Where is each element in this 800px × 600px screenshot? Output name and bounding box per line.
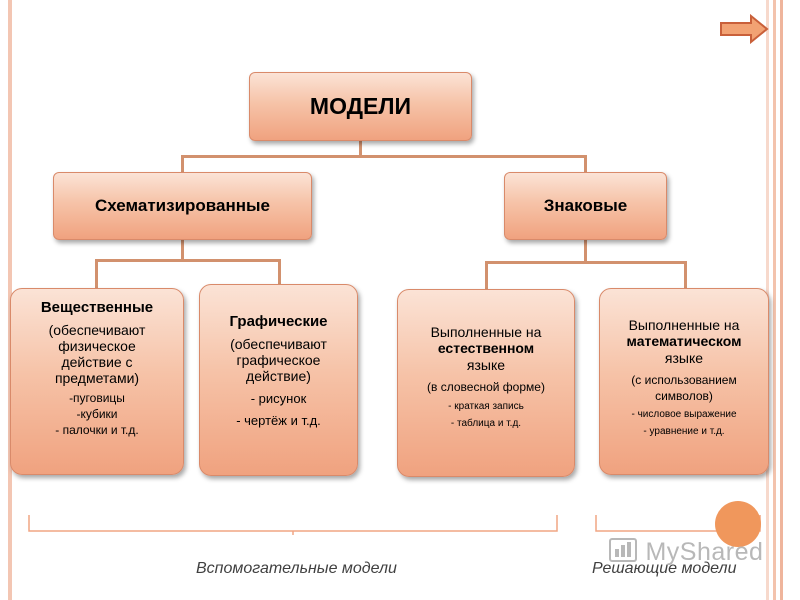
myshared-watermark: MyShared [608,537,763,567]
math-example: - уравнение и т.д. [643,426,725,437]
sign-node: Знаковые [504,172,667,240]
graphic-desc-line: действие) [246,368,311,384]
natural-note: (в словесной форме) [427,380,545,394]
natural-title: естественном [437,340,535,356]
graphic-desc-line: (обеспечивают [230,336,327,352]
material-desc-line: (обеспечивают [48,322,146,338]
solving-caption: Решающие модели [592,560,737,577]
natural-pre: Выполненные на [430,324,542,340]
decorative-circle [715,501,761,547]
math-note-line: символов) [655,389,713,403]
myshared-logo-icon [609,538,637,562]
material-example: -пуговицы [69,391,125,405]
connector-right-drop [584,155,587,172]
connector-left-leaf1 [95,259,98,288]
natural-language-node: Выполненные на естественном языке (в сло… [397,289,575,477]
graphic-node: Графические (обеспечивают графическое де… [199,284,358,476]
material-desc-line: действие с [61,354,133,370]
connector-left-drop [181,155,184,172]
material-desc-line: физическое [58,338,136,354]
connector-root-stem [359,141,362,156]
root-node: МОДЕЛИ [249,72,472,141]
math-post: языке [664,350,704,366]
connector-right-stem [584,240,587,263]
schematized-node: Схематизированные [53,172,312,240]
material-example: -кубики [76,407,118,421]
connector-left-bar [95,259,281,262]
material-example: - палочки и т.д. [55,423,139,437]
material-node: Вещественные (обеспечивают физическое де… [10,288,184,475]
graphic-example: - чертёж и т.д. [236,413,321,428]
graphic-title: Графические [229,313,328,330]
math-title: математическом [626,333,742,349]
natural-example: - таблица и т.д. [450,418,522,429]
auxiliary-brace [28,515,558,535]
connector-right-leaf1 [485,261,488,289]
watermark-text: MyShared [645,538,764,566]
right-frame-stripes [766,0,788,600]
natural-example: - краткая запись [448,401,524,412]
graphic-example: - рисунок [250,391,307,406]
math-example: - числовое выражение [631,409,737,420]
schematized-label: Схематизированные [95,196,270,215]
math-note-line: (с использованием [631,373,737,387]
math-pre: Выполненные на [628,317,740,333]
root-label: МОДЕЛИ [309,93,412,119]
connector-left-leaf2 [278,259,281,285]
connector-right-bar [485,261,687,264]
connector-level2-bar [181,155,587,158]
graphic-desc-line: графическое [236,352,321,368]
arrow-right-icon[interactable] [718,14,770,44]
auxiliary-caption: Вспомогательные модели [196,560,397,577]
material-title: Вещественные [40,299,154,316]
natural-post: языке [466,357,506,373]
sign-label: Знаковые [543,196,628,215]
connector-left-stem [181,240,184,261]
material-desc-line: предметами) [54,370,140,386]
math-language-node: Выполненные на математическом языке (с и… [599,288,769,475]
connector-right-leaf2 [684,261,687,289]
